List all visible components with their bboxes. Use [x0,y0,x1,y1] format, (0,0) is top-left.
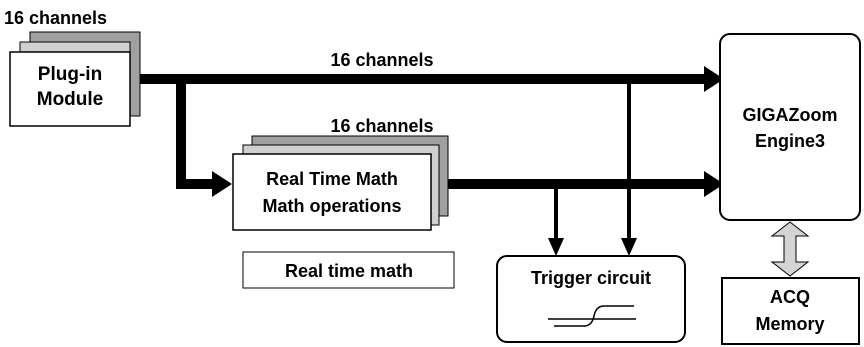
top-bus-arrowhead [704,66,724,92]
rtm-caption-frame [242,251,455,289]
branch-arrowhead [212,171,232,197]
real-time-math-block: Real Time Math Math operations [232,135,449,231]
trigger-tap-lower [554,184,558,240]
engine-label-line1: GIGAZoom [743,105,838,125]
trigger-circuit-block: Trigger circuit [496,255,686,343]
rtm-label-line2: Math operations [262,196,401,216]
branch-horizontal-line [176,179,216,189]
trigger-label: Trigger circuit [531,268,651,288]
trigger-tap-lower-arrowhead [548,238,564,256]
lower-bus-arrowhead [704,171,724,197]
acq-memory-block: ACQ Memory [721,277,860,345]
gigazoom-engine-block: GIGAZoom Engine3 [719,33,861,221]
memory-double-arrow [770,221,810,277]
trigger-frame [496,255,686,343]
top-bus-line [140,74,708,84]
plugin-label-line2: Module [37,89,104,110]
signal-lines [140,66,724,256]
acq-frame [721,277,860,345]
branch-vertical-line [176,79,186,189]
plugin-module-block: Plug-in Module [9,31,141,127]
engine-frame [719,33,861,221]
plugin-front [9,51,131,127]
rtm-label-line1: Real Time Math [266,169,398,189]
rtm-caption-box: Real time math [242,251,455,289]
lower-bus-line [448,179,708,189]
top-left-channels-label: 16 channels [4,8,107,28]
rtm-front [232,153,432,231]
engine-label-line2: Engine3 [755,131,825,151]
trigger-tap-upper [627,84,631,240]
math-channels-label: 16 channels [330,116,433,136]
trigger-waveform-icon [548,305,636,327]
rtm-caption-text: Real time math [285,261,413,281]
acq-label-line1: ACQ [770,287,810,307]
trigger-tap-upper-arrowhead [621,238,637,256]
plugin-label-line1: Plug-in [38,64,102,85]
acq-label-line2: Memory [755,314,824,334]
top-bus-channels-label: 16 channels [330,50,433,70]
